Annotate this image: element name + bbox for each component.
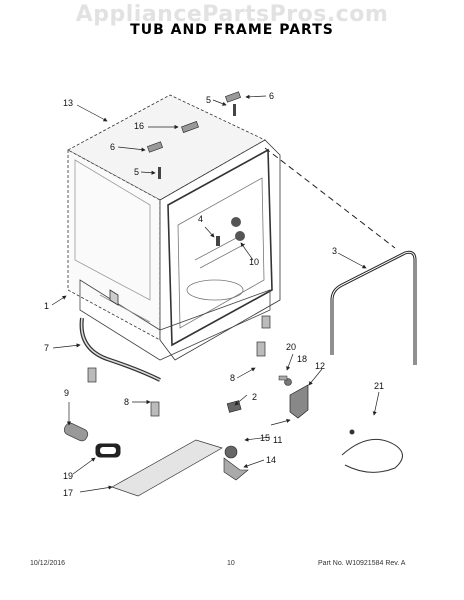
callout-17: 17 (63, 488, 73, 498)
callout-numbers: 13 5 6 16 6 5 4 10 3 1 7 9 8 8 20 18 12 … (44, 91, 384, 498)
callout-20: 20 (286, 342, 296, 352)
callout-19: 19 (63, 471, 73, 481)
footer-page-number: 10 (227, 560, 235, 567)
leveling-legs (87, 315, 271, 417)
callout-6: 6 (110, 142, 115, 152)
bracket-part (278, 375, 309, 419)
callout-2: 2 (252, 392, 257, 402)
callout-9: 9 (64, 388, 69, 398)
toe-panel-part (111, 439, 223, 497)
wire-harness-part (341, 429, 403, 473)
page-title: TUB AND FRAME PARTS (130, 22, 334, 38)
callout-18: 18 (297, 354, 307, 364)
callout-21: 21 (374, 381, 384, 391)
callout-16: 16 (134, 121, 144, 131)
tub-frame-assembly (67, 94, 281, 361)
callout-8: 8 (124, 397, 129, 407)
drain-hose-part (63, 422, 89, 442)
pad-part (95, 443, 121, 458)
callout-13: 13 (63, 98, 73, 108)
callout-6: 6 (269, 91, 274, 101)
mount-hardware (147, 91, 245, 246)
callout-7: 7 (44, 343, 49, 353)
footer-date: 10/12/2016 (30, 560, 66, 567)
watermark: AppliancePartsPros.com (75, 2, 389, 27)
callout-3: 3 (332, 246, 337, 256)
callout-4: 4 (198, 214, 203, 224)
gasket-leader-dashed (264, 147, 396, 249)
door-gasket-part (330, 250, 417, 365)
callout-5: 5 (134, 167, 139, 177)
callout-8: 8 (230, 373, 235, 383)
callout-15: 15 (260, 433, 270, 443)
callout-14: 14 (266, 455, 276, 465)
callout-5: 5 (206, 95, 211, 105)
footer-part-number: Part No. W10921584 Rev. A (318, 560, 406, 567)
callout-12: 12 (315, 361, 325, 371)
switch-part (223, 445, 249, 481)
leader-lines (51, 94, 380, 493)
callout-11: 11 (273, 435, 282, 445)
clip-part (226, 400, 242, 413)
callout-10: 10 (249, 257, 259, 267)
callout-1: 1 (44, 301, 49, 311)
